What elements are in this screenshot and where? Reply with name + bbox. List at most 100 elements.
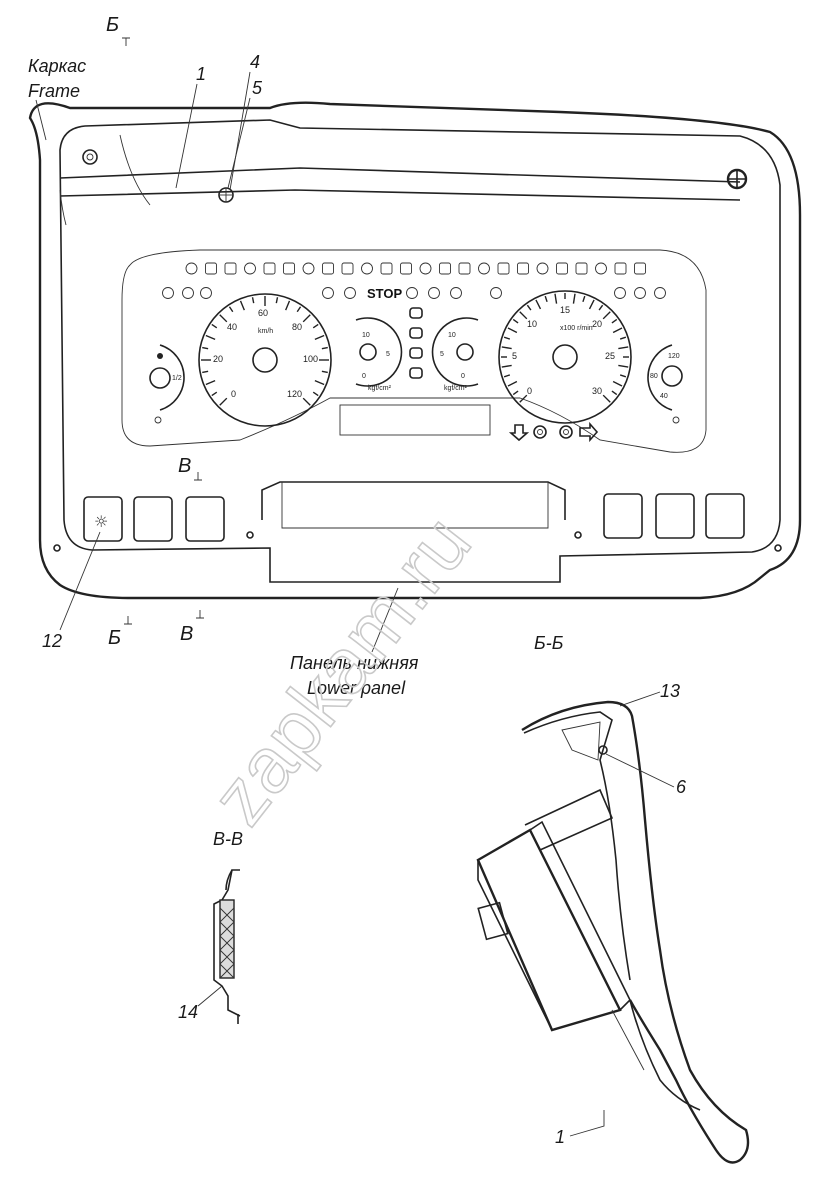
warning-lamp-icon xyxy=(654,287,666,299)
dial-tick xyxy=(501,364,512,368)
dial-tick xyxy=(211,323,218,329)
dial-tick xyxy=(544,295,548,303)
tacho-tick-15: 15 xyxy=(560,305,570,315)
tacho-tick-5: 5 xyxy=(512,351,517,361)
warning-lamp-icon xyxy=(439,262,451,275)
warning-lamp-icon xyxy=(400,262,412,275)
warning-lamp-icon xyxy=(406,287,418,299)
pressure-left-unit: kgf/cm² xyxy=(368,385,392,392)
center-indicator-column xyxy=(409,307,423,379)
section-title-vv: В-В xyxy=(213,829,243,849)
warning-lamp-icon xyxy=(182,287,194,299)
speedometer-hub xyxy=(252,347,278,373)
front-view-annotations: Б Каркас Frame 1 4 5 В 12 Б В Панель ниж… xyxy=(28,14,564,698)
callout-6: 6 xyxy=(676,777,687,797)
section-mark-v-bottom: В xyxy=(180,623,193,645)
instrument-cluster: STOP km/h 0 20 40 60 80 100 120 x100 r/m… xyxy=(121,249,707,453)
tacho-tick-20: 20 xyxy=(592,319,602,329)
speedometer: km/h 0 20 40 60 80 100 120 xyxy=(198,293,332,427)
speedometer-unit: km/h xyxy=(258,328,273,335)
dial-tick xyxy=(618,364,629,368)
dial-tick xyxy=(582,295,586,303)
dial-tick xyxy=(507,327,518,334)
dial-tick xyxy=(296,306,302,313)
frame-label-en: Frame xyxy=(28,81,80,101)
warning-lamp-icon xyxy=(614,287,626,299)
warning-lamp-icon xyxy=(634,262,646,275)
tachometer: x100 r/min 0 5 10 15 20 25 30 xyxy=(498,290,632,424)
dial-tick xyxy=(519,311,528,320)
dial-tick xyxy=(321,346,328,350)
warning-lamp-icon xyxy=(205,262,217,275)
warning-lamp-icon xyxy=(428,287,440,299)
warning-lamp-icon xyxy=(419,262,432,275)
tachometer-unit: x100 r/min xyxy=(560,325,593,332)
warning-lamp-icon xyxy=(302,262,315,275)
dial-tick xyxy=(314,380,325,386)
speedo-tick-100: 100 xyxy=(303,354,318,364)
dial-tick xyxy=(211,391,218,397)
section-mark-b-top: Б xyxy=(106,14,119,36)
speedo-tick-20: 20 xyxy=(213,354,223,364)
pressure-left-tick-0: 0 xyxy=(362,373,366,380)
lower-panel-label-ru: Панель нижняя xyxy=(290,653,419,673)
warning-lamp-icon xyxy=(595,262,607,275)
dial-tick xyxy=(512,318,519,324)
warning-lamp-icon xyxy=(556,262,568,275)
frame-label-ru: Каркас xyxy=(28,56,86,76)
section-vv-view: В-В 14 xyxy=(178,829,243,1024)
dial-tick xyxy=(501,346,512,350)
speedo-tick-120: 120 xyxy=(287,389,302,399)
tacho-tick-0: 0 xyxy=(527,386,532,396)
dial-tick xyxy=(554,293,558,304)
dial-tick xyxy=(535,299,542,310)
pressure-right-tick-0: 0 xyxy=(461,373,465,380)
warning-lamp-icon xyxy=(322,287,334,299)
tacho-tick-10: 10 xyxy=(527,319,537,329)
warning-lamp-icon xyxy=(224,262,237,275)
seal-profile xyxy=(219,899,235,979)
dial-tick xyxy=(612,327,623,334)
switch-block-left: ☼ xyxy=(83,496,225,542)
callout-5: 5 xyxy=(252,78,263,98)
warning-lamp-icon xyxy=(634,287,646,299)
speedo-tick-0: 0 xyxy=(231,389,236,399)
dial-tick xyxy=(602,311,611,320)
dial-tick xyxy=(512,390,519,396)
light-switch-icon: ☼ xyxy=(94,512,108,531)
tacho-tick-25: 25 xyxy=(605,351,615,361)
dashboard-frame xyxy=(28,101,802,600)
warning-lamp-icon xyxy=(185,262,198,275)
pressure-gauge-left: 10 5 0 kgf/cm² xyxy=(355,317,403,392)
dial-tick xyxy=(602,394,611,403)
pressure-right-tick-5: 5 xyxy=(440,351,444,358)
warning-lamp-icon xyxy=(517,262,529,275)
dial-tick xyxy=(302,397,311,406)
temp-tick-120: 120 xyxy=(668,353,680,360)
callout-4: 4 xyxy=(250,52,260,72)
warning-lamp-icon xyxy=(490,287,502,299)
warning-lamp-icon xyxy=(497,262,510,275)
tachometer-hub xyxy=(552,344,578,370)
callout-12: 12 xyxy=(42,631,62,651)
dial-tick xyxy=(202,346,209,350)
dial-tick xyxy=(275,297,279,304)
dial-tick xyxy=(503,374,511,378)
warning-lamp-icon xyxy=(244,262,256,275)
speedo-tick-60: 60 xyxy=(258,308,268,318)
dial-tick xyxy=(219,397,228,406)
dial-tick xyxy=(205,334,216,340)
dial-tick xyxy=(611,318,618,324)
pressure-gauge-right: 10 5 0 kgf/cm² xyxy=(431,317,479,392)
screw-left-icon xyxy=(82,149,98,165)
warning-lamp-icon xyxy=(162,287,174,299)
warning-lamp-icon xyxy=(200,287,212,299)
callout-14: 14 xyxy=(178,1002,198,1022)
tacho-tick-30: 30 xyxy=(592,386,602,396)
dial-tick xyxy=(285,300,291,311)
dial-tick xyxy=(219,314,228,323)
lcd-display xyxy=(339,404,491,436)
switch-12 xyxy=(83,496,123,542)
temp-tick-40: 40 xyxy=(660,393,668,400)
dial-tick xyxy=(619,336,627,340)
